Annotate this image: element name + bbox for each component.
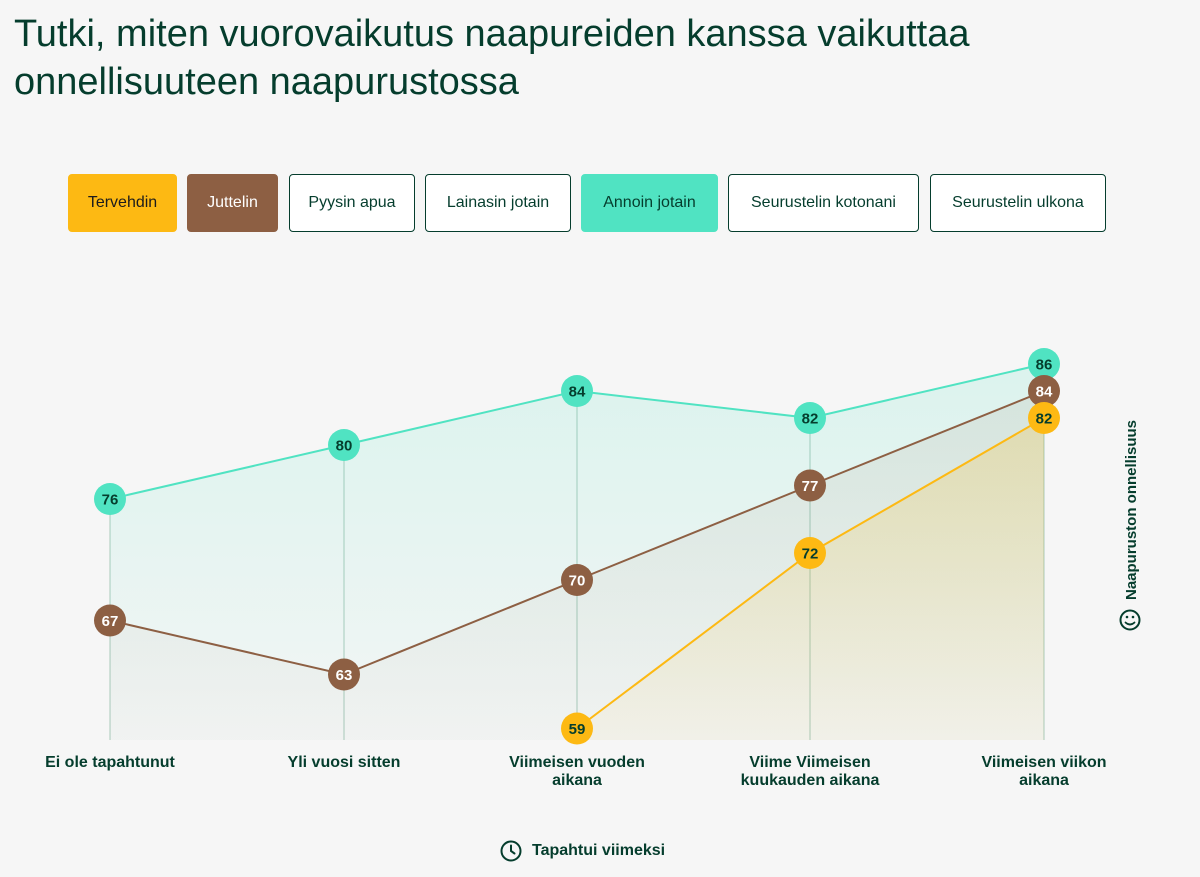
data-label: 76 xyxy=(102,492,119,509)
data-point-annoin-jotain[interactable]: 84 xyxy=(561,375,593,407)
data-label: 82 xyxy=(1036,411,1053,428)
data-point-marker[interactable] xyxy=(794,469,826,502)
filter-button-annoin-jotain[interactable]: Annoin jotain xyxy=(581,174,718,232)
x-tick-labels: Ei ole tapahtunut Yli vuosi sitten Viimeis… xyxy=(45,754,1106,789)
series-areas xyxy=(110,364,1044,740)
data-point-tervehdin[interactable]: 59 xyxy=(561,712,593,745)
filter-button-seurustelin-ulkona[interactable]: Seurustelin ulkona xyxy=(930,174,1106,232)
data-label: 59 xyxy=(569,721,586,738)
filter-button-lainasin-jotain[interactable]: Lainasin jotain xyxy=(425,174,571,232)
data-label: 63 xyxy=(336,667,353,684)
x-axis-title: Tapahtui viimeksi xyxy=(500,840,665,862)
data-point-marker[interactable] xyxy=(561,712,593,745)
filter-button-juttelin[interactable]: Juttelin xyxy=(187,174,278,232)
y-axis-title-text: Naapuruston onnellisuus xyxy=(1123,420,1140,600)
data-point-marker[interactable] xyxy=(1028,402,1060,434)
data-point-marker[interactable] xyxy=(94,483,126,515)
data-point-marker[interactable] xyxy=(794,537,826,569)
data-label: 82 xyxy=(802,411,819,428)
data-point-juttelin[interactable]: 84 xyxy=(1028,375,1060,407)
data-point-marker[interactable] xyxy=(1028,375,1060,407)
data-point-marker[interactable] xyxy=(561,375,593,407)
smiley-icon xyxy=(1119,609,1141,631)
data-point-marker[interactable] xyxy=(94,604,126,637)
data-point-marker[interactable] xyxy=(794,402,826,434)
data-point-marker[interactable] xyxy=(328,658,360,691)
filter-button-pyysin-apua[interactable]: Pyysin apua xyxy=(289,174,415,232)
data-point-juttelin[interactable]: 70 xyxy=(561,564,593,596)
data-point-tervehdin[interactable]: 82 xyxy=(1028,402,1060,434)
data-point-marker[interactable] xyxy=(1028,348,1060,380)
data-label: 77 xyxy=(802,478,819,495)
filter-buttons: Tervehdin Juttelin Pyysin apua Lainasin … xyxy=(0,0,1200,260)
page-title: Tutki, miten vuorovaikutus naapureiden k… xyxy=(14,13,970,103)
data-point-marker[interactable] xyxy=(561,564,593,596)
x-tick-label: Yli vuosi sitten xyxy=(288,754,401,771)
data-point-annoin-jotain[interactable]: 82 xyxy=(794,402,826,434)
data-label: 70 xyxy=(569,573,586,590)
data-point-tervehdin[interactable]: 72 xyxy=(794,537,826,569)
data-point-annoin-jotain[interactable]: 86 xyxy=(1028,348,1060,380)
filter-button-tervehdin[interactable]: Tervehdin xyxy=(68,174,177,232)
data-label: 84 xyxy=(1036,384,1053,401)
data-label: 86 xyxy=(1036,357,1053,374)
x-axis-title-text: Tapahtui viimeksi xyxy=(532,842,666,859)
data-label: 80 xyxy=(336,438,353,455)
data-label: 84 xyxy=(569,384,586,401)
clock-icon xyxy=(500,840,522,862)
filter-button-seurustelin-kotonani[interactable]: Seurustelin kotonani xyxy=(728,174,919,232)
data-point-annoin-jotain[interactable]: 76 xyxy=(94,483,126,515)
series-area-tervehdin xyxy=(577,418,1044,740)
data-label: 72 xyxy=(802,546,819,563)
data-point-marker[interactable] xyxy=(328,429,360,461)
y-axis-title: Naapuruston onnellisuus xyxy=(1123,420,1140,600)
data-point-annoin-jotain[interactable]: 80 xyxy=(328,429,360,461)
data-point-juttelin[interactable]: 77 xyxy=(794,469,826,502)
data-point-juttelin[interactable]: 67 xyxy=(94,604,126,637)
data-points: 76 80 84 82 86 67 63 70 77 84 59 72 82 xyxy=(94,348,1060,745)
data-label: 67 xyxy=(102,613,119,630)
data-point-juttelin[interactable]: 63 xyxy=(328,658,360,691)
x-tick-label: Ei ole tapahtunut xyxy=(45,754,175,771)
